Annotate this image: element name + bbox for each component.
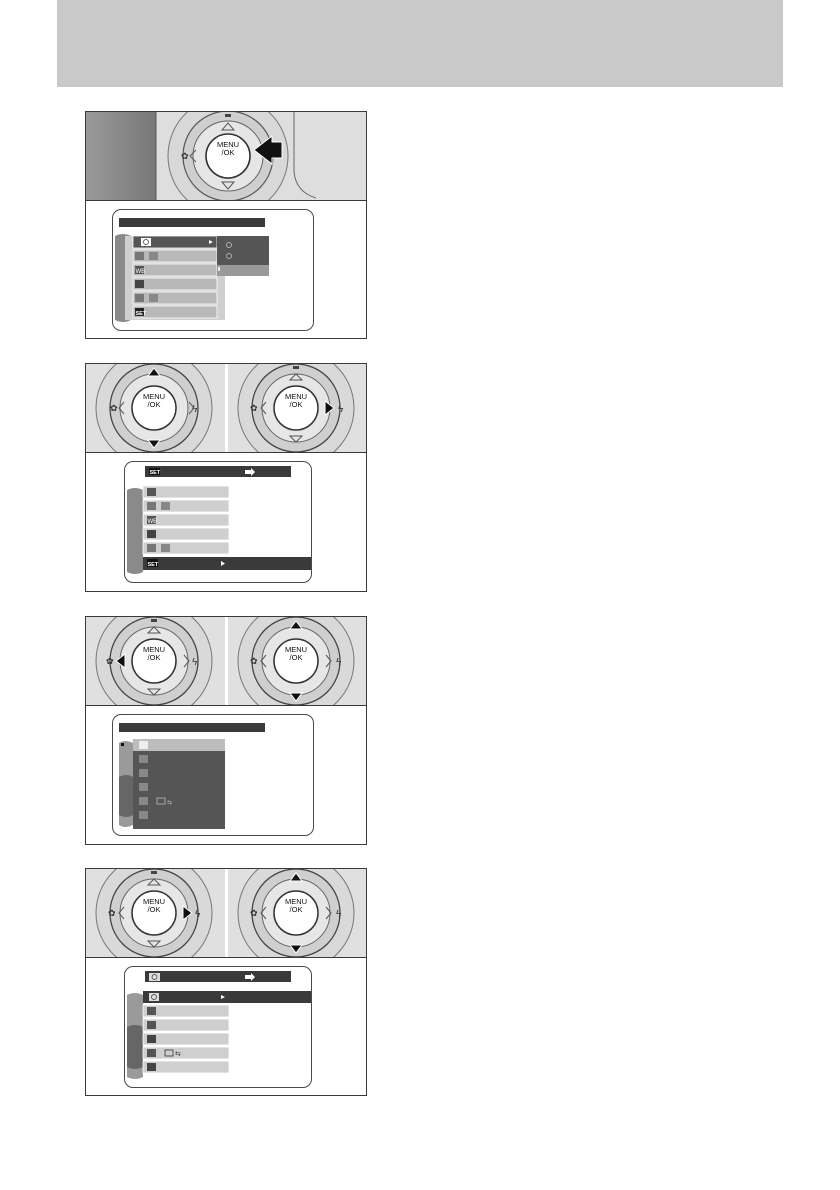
lcd-screen: WB SET <box>112 209 314 331</box>
svg-text:WB: WB <box>136 269 146 275</box>
camera-back-illustration: ✿ <box>86 112 366 200</box>
lcd-screen: ⇆ <box>112 714 314 836</box>
button-label-menu: MENU <box>142 897 166 906</box>
lcd-panel: ⇆ <box>86 958 366 1094</box>
header-band <box>57 0 783 87</box>
camera-photo-panel: ✿ ϟ ✿ ϟ MENU /OK MENU /OK <box>86 617 366 706</box>
svg-text:ϟ: ϟ <box>192 404 198 415</box>
figure-step-3: ✿ ϟ ✿ ϟ MENU /OK MENU /OK <box>85 616 367 845</box>
svg-text:ϟ: ϟ <box>338 404 344 415</box>
lcd-panel: SET WB SET <box>86 453 366 589</box>
camera-photo-panel: ✿ ϟ ✿ ϟ MENU /OK MENU /OK <box>86 869 366 958</box>
button-label-ok: /OK <box>289 400 303 409</box>
svg-text:ϟ: ϟ <box>192 657 198 668</box>
menu-ok-button-left[interactable]: MENU /OK <box>136 393 172 409</box>
menu-ok-button-right[interactable]: MENU /OK <box>278 898 314 914</box>
svg-text:SET: SET <box>148 562 159 568</box>
button-label-ok: /OK <box>289 653 303 662</box>
dpad-right-updown-illustration: ✿ ϟ ✿ ϟ <box>86 869 366 957</box>
button-label-menu: MENU <box>284 645 308 654</box>
svg-text:✿: ✿ <box>250 656 258 666</box>
svg-text:✿: ✿ <box>181 151 189 161</box>
setup-menu-display: SET WB SET <box>127 466 311 574</box>
button-label-menu: MENU <box>142 392 166 401</box>
svg-text:ϟ: ϟ <box>195 909 201 920</box>
lcd-panel: ⇆ <box>86 706 366 842</box>
svg-text:✿: ✿ <box>108 908 116 918</box>
lcd-screen: ⇆ <box>124 966 312 1088</box>
button-label-ok: /OK <box>147 905 161 914</box>
menu-ok-button-right[interactable]: MENU /OK <box>278 646 314 662</box>
figure-step-2: ✿ ϟ ✿ ϟ MENU /OK MEN <box>85 363 367 592</box>
svg-text:SET: SET <box>150 470 161 476</box>
svg-text:⇆: ⇆ <box>175 1051 181 1058</box>
figure-step-1: ✿ MENU /OK <box>85 111 367 339</box>
svg-text:⇆: ⇆ <box>167 799 172 806</box>
svg-text:✿: ✿ <box>106 656 114 666</box>
button-label-menu: MENU <box>142 645 166 654</box>
menu-ok-button-right[interactable]: MENU /OK <box>278 393 314 409</box>
svg-text:✿: ✿ <box>250 908 258 918</box>
dpad-up-down-right-illustration: ✿ ϟ ✿ ϟ <box>86 364 366 452</box>
menu-ok-button[interactable]: MENU /OK <box>210 141 246 157</box>
svg-text:SET: SET <box>136 311 147 317</box>
shooting-menu-display: WB SET <box>115 218 269 322</box>
button-label-ok: /OK <box>221 148 235 157</box>
lcd-screen: SET WB SET <box>124 461 312 583</box>
button-label-menu: MENU <box>284 897 308 906</box>
svg-text:ϟ: ϟ <box>336 657 342 668</box>
camera-photo-panel: ✿ MENU /OK <box>86 112 366 201</box>
dpad-left-updown-illustration: ✿ ϟ ✿ ϟ <box>86 617 366 705</box>
clock-submenu-display: ⇆ <box>127 971 311 1079</box>
figure-step-4: ✿ ϟ ✿ ϟ MENU /OK MENU /OK <box>85 868 367 1096</box>
button-label-menu: MENU <box>284 392 308 401</box>
svg-text:✿: ✿ <box>250 403 258 413</box>
setup-submenu-display: ⇆ <box>119 723 265 829</box>
lcd-panel: WB SET <box>86 201 366 337</box>
button-label-menu: MENU <box>216 140 240 149</box>
button-label-ok: /OK <box>289 905 303 914</box>
svg-text:ϟ: ϟ <box>336 909 342 920</box>
menu-ok-button-left[interactable]: MENU /OK <box>136 646 172 662</box>
svg-text:WB: WB <box>148 519 158 525</box>
button-label-ok: /OK <box>147 400 161 409</box>
menu-ok-button-left[interactable]: MENU /OK <box>136 898 172 914</box>
camera-photo-panel: ✿ ϟ ✿ ϟ MENU /OK MEN <box>86 364 366 453</box>
svg-text:✿: ✿ <box>110 403 118 413</box>
button-label-ok: /OK <box>147 653 161 662</box>
